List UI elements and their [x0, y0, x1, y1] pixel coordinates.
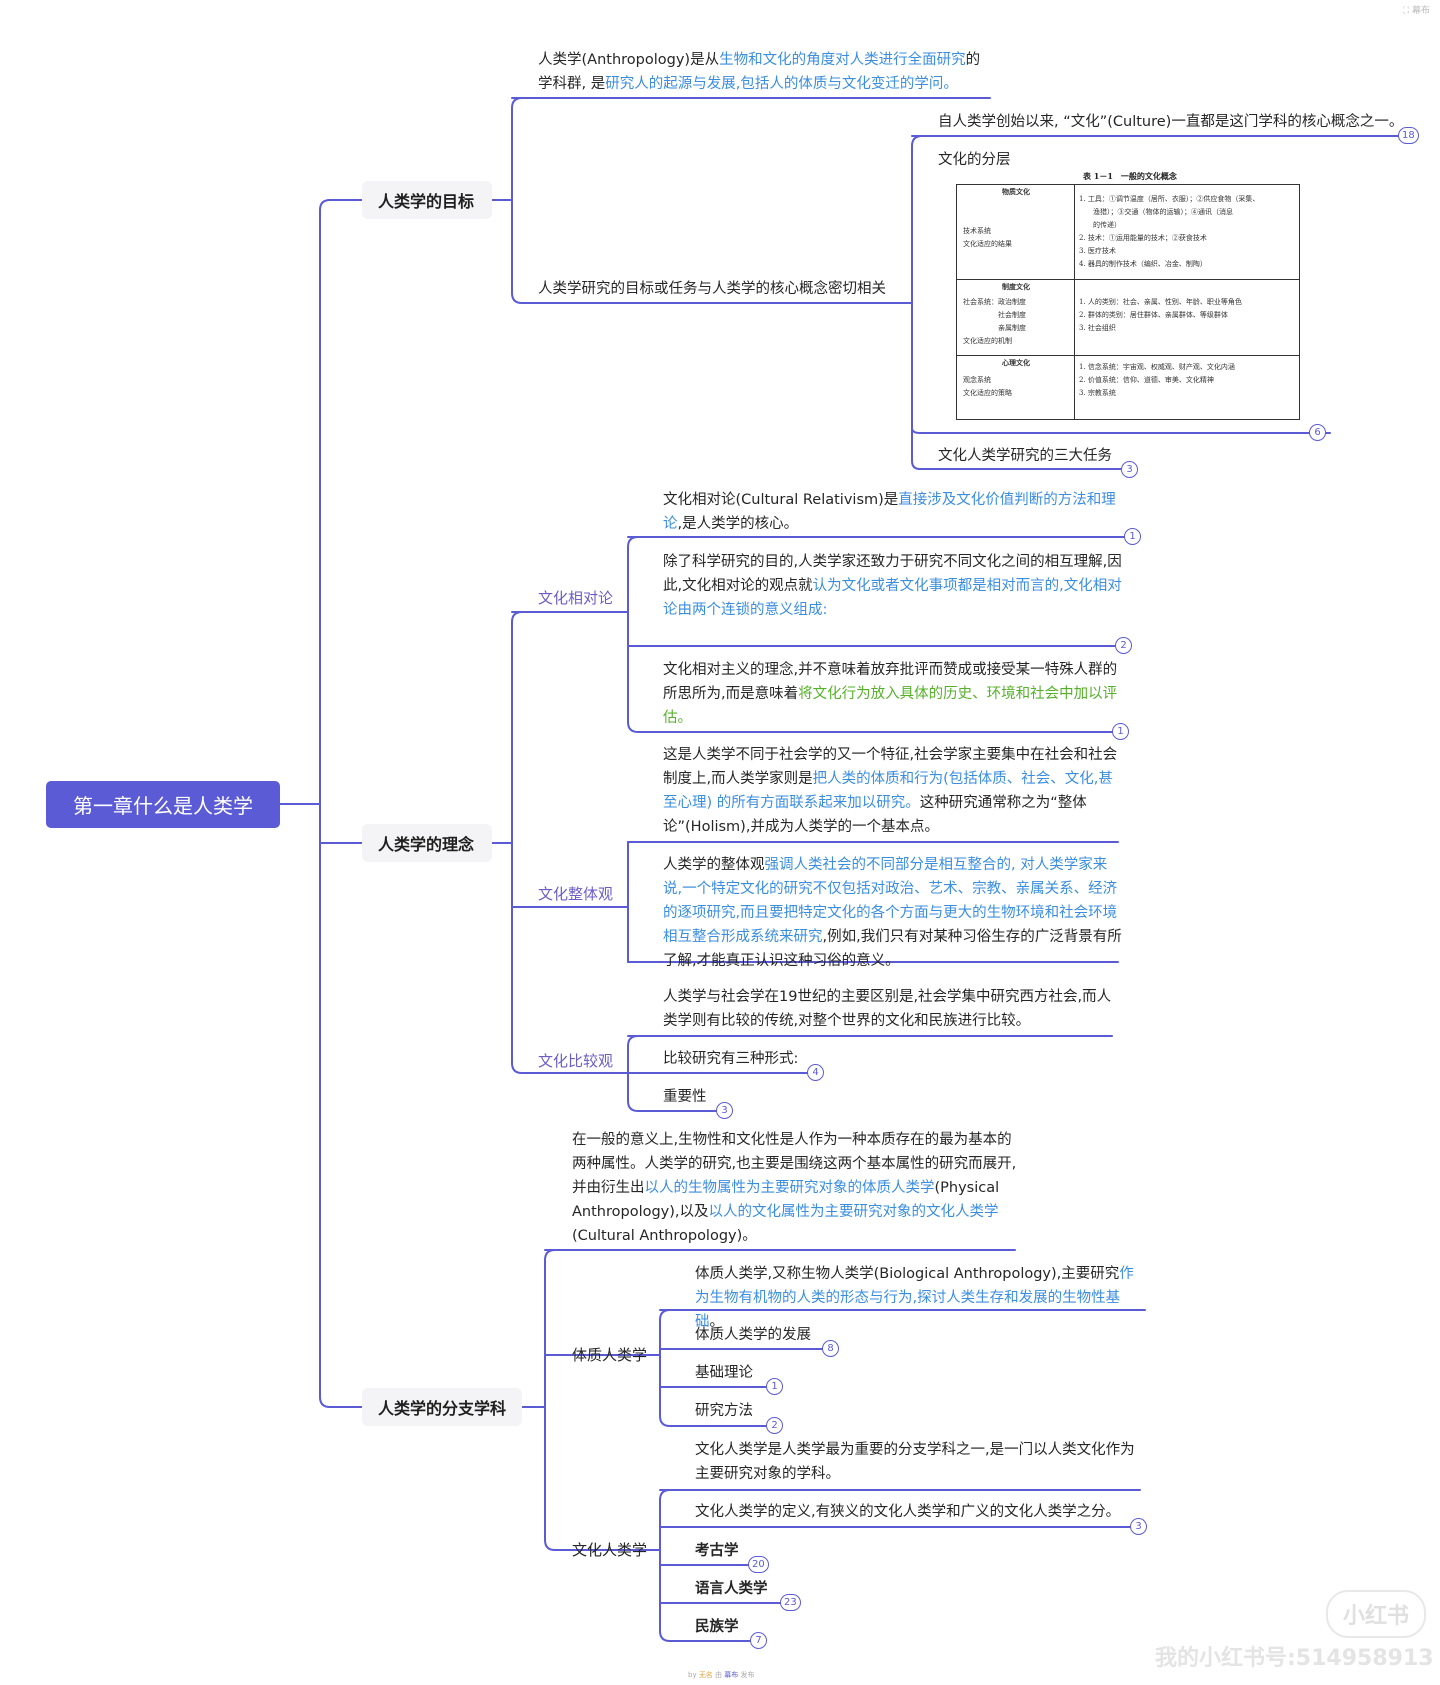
count-badge[interactable]: 18	[1398, 127, 1419, 144]
definition-text: 人类学(Anthropology)是从生物和文化的角度对人类进行全面研究的学科群…	[538, 52, 981, 92]
physical-label[interactable]: 体质人类学	[572, 1346, 648, 1364]
relativism-label[interactable]: 文化相对论	[538, 589, 614, 607]
section-left: 观念系统文化适应的策略	[963, 376, 1012, 397]
footer-credit: by 无名 由 幕布 发布	[688, 1671, 755, 1679]
archaeology-item[interactable]: 考古学	[695, 1543, 739, 1559]
count-badge[interactable]: 3	[1130, 1518, 1147, 1535]
section-head: 物质文化	[1002, 187, 1030, 196]
holism-label[interactable]: 文化整体观	[538, 885, 614, 903]
watermark-account: 我的小红书号:514958913	[1155, 1646, 1434, 1671]
count-badge[interactable]: 3	[1121, 461, 1138, 478]
count-badge[interactable]: 1	[1124, 528, 1141, 545]
comparison-intro: 人类学与社会学在19世纪的主要区别是,社会学集中研究西方社会,而人类学则有比较的…	[663, 989, 1112, 1029]
physical-development[interactable]: 体质人类学的发展	[695, 1327, 811, 1343]
relativism-intro: 文化相对论(Cultural Relativism)是直接涉及文化价值判断的方法…	[663, 492, 1116, 532]
branch-subdisciplines[interactable]: 人类学的分支学科	[362, 1388, 522, 1426]
subdisciplines-intro: 在一般的意义上,生物性和文化性是人作为一种本质存在的最为基本的两种属性。人类学的…	[572, 1132, 1017, 1244]
cultural-intro: 文化人类学是人类学最为重要的分支学科之一,是一门以人类文化作为主要研究对象的学科…	[695, 1442, 1135, 1482]
three-tasks-text[interactable]: 文化人类学研究的三大任务	[938, 448, 1112, 464]
count-badge[interactable]: 8	[822, 1340, 839, 1357]
figure-caption: 表 1－1 一般的文化概念	[1083, 171, 1177, 181]
branch-concept[interactable]: 人类学的理念	[362, 824, 492, 862]
holism-intro: 这是人类学不同于社会学的又一个特征,社会学家主要集中在社会和社会制度上,而人类学…	[663, 747, 1118, 835]
culture-concept-table: 物质文化 技术系统文化适应的结果 1. 工具：①调节温度（居所、衣服）；②供应食…	[956, 184, 1300, 420]
comparison-label[interactable]: 文化比较观	[538, 1052, 614, 1070]
branch-goal[interactable]: 人类学的目标	[362, 181, 492, 219]
section-head: 心理文化	[1002, 358, 1030, 367]
physical-methods[interactable]: 研究方法	[695, 1403, 753, 1419]
physical-theory[interactable]: 基础理论	[695, 1365, 753, 1381]
table-section-material: 物质文化 技术系统文化适应的结果 1. 工具：①调节温度（居所、衣服）；②供应食…	[957, 185, 1299, 279]
count-badge[interactable]: 1	[766, 1378, 783, 1395]
count-badge[interactable]: 1	[1112, 723, 1129, 740]
watermark-logo: 小红书	[1326, 1590, 1426, 1638]
holism-detail[interactable]: 人类学的整体观强调人类社会的不同部分是相互整合的, 对人类学家来说,一个特定文化…	[663, 857, 1122, 969]
section-head: 制度文化	[1002, 282, 1030, 291]
count-badge[interactable]: 2	[1115, 637, 1132, 654]
physical-intro: 体质人类学,又称生物人类学(Biological Anthropology),主…	[695, 1266, 1134, 1330]
corner-icon: ⛶ 幕布	[1402, 6, 1430, 16]
root-topic[interactable]: 第一章什么是人类学	[46, 781, 280, 828]
count-badge[interactable]: 4	[807, 1064, 824, 1081]
culture-layers-text[interactable]: 文化的分层	[938, 152, 1011, 168]
core-concept-text[interactable]: 人类学研究的目标或任务与人类学的核心概念密切相关	[538, 281, 886, 297]
section-left: 社会系统：政治制度 社会制度 亲属制度文化适应的机制	[963, 298, 1026, 345]
ethnology-item[interactable]: 民族学	[695, 1619, 739, 1635]
relativism-meaning[interactable]: 除了科学研究的目的,人类学家还致力于研究不同文化之间的相互理解,因此,文化相对论…	[663, 554, 1122, 618]
comparison-importance[interactable]: 重要性	[663, 1089, 707, 1105]
comparison-forms[interactable]: 比较研究有三种形式:	[663, 1051, 799, 1067]
table-divider	[1074, 185, 1075, 419]
table-section-psychology: 心理文化 观念系统文化适应的策略 1. 信念系统：宇宙观、权威观、财产观、文化内…	[957, 355, 1299, 420]
count-badge[interactable]: 23	[780, 1594, 801, 1611]
count-badge[interactable]: 3	[716, 1102, 733, 1119]
linguistic-anthropology-item[interactable]: 语言人类学	[695, 1581, 768, 1597]
count-badge[interactable]: 6	[1309, 424, 1326, 441]
relativism-evaluation[interactable]: 文化相对主义的理念,并不意味着放弃批评而赞成或接受某一特殊人群的所思所为,而是意…	[663, 662, 1118, 726]
culture-core-text[interactable]: 自人类学创始以来, “文化”(Culture)一直都是这门学科的核心概念之一。	[938, 114, 1404, 130]
count-badge[interactable]: 7	[750, 1632, 767, 1649]
section-left: 技术系统文化适应的结果	[963, 227, 1012, 248]
table-section-institution: 制度文化 社会系统：政治制度 社会制度 亲属制度文化适应的机制 1. 人的类别：…	[957, 279, 1299, 356]
count-badge[interactable]: 20	[748, 1556, 769, 1573]
section-right: 1. 工具：①调节温度（居所、衣服）；②供应食物（采集、 渔猎）；③交通（物体的…	[1079, 195, 1260, 268]
count-badge[interactable]: 2	[766, 1417, 783, 1434]
cultural-definition[interactable]: 文化人类学的定义,有狭义的文化人类学和广义的文化人类学之分。	[695, 1504, 1121, 1520]
cultural-label[interactable]: 文化人类学	[572, 1541, 648, 1559]
